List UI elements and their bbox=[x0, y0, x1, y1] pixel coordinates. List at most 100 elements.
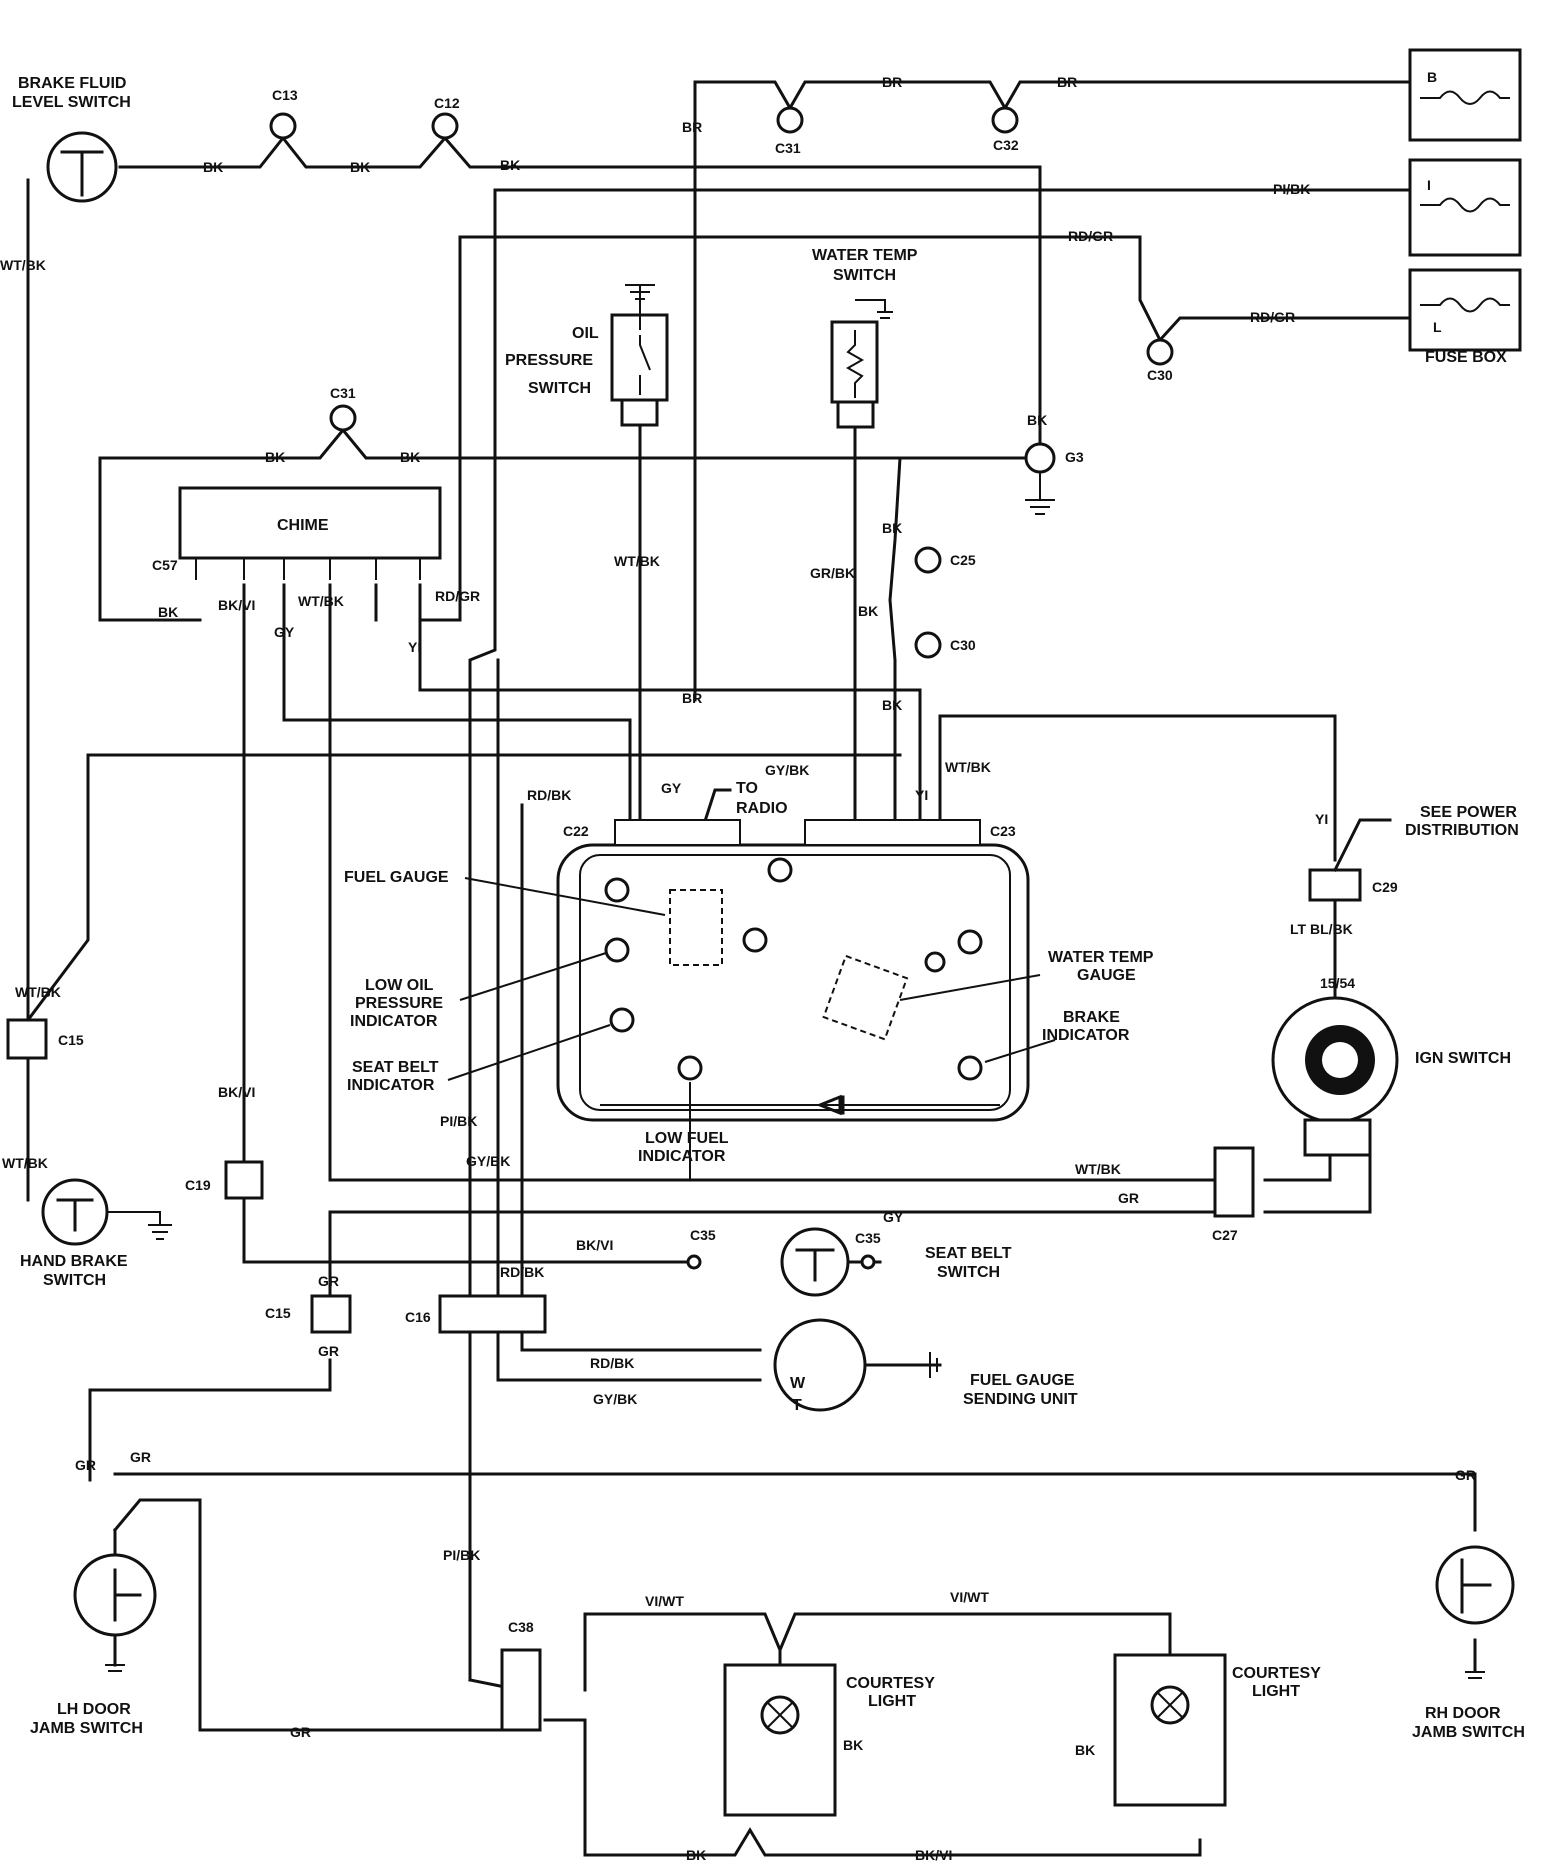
c57-label: C57 bbox=[152, 557, 178, 573]
courtesy-light-1: COURTESY LIGHT BK bbox=[723, 1663, 935, 1817]
wire-label-bk-c25: BK bbox=[882, 520, 902, 536]
wire-label-vi-wt-1: VI/WT bbox=[645, 1593, 684, 1609]
wire-labels: BK BK BK BR BR BR PI/BK RD/GR RD/GR WT/B… bbox=[0, 74, 1476, 1863]
wire-label-gr-lh-2: GR bbox=[130, 1449, 151, 1465]
wire-label-bk-g3: BK bbox=[1027, 412, 1047, 428]
brake-fluid-switch-subtitle: LEVEL SWITCH bbox=[12, 94, 131, 111]
c15-bottom-label: C15 bbox=[265, 1305, 291, 1321]
seat-belt-indicator-subtitle: INDICATOR bbox=[347, 1077, 435, 1094]
low-fuel-subtitle: INDICATOR bbox=[638, 1148, 726, 1165]
fuel-sender-title: FUEL GAUGE bbox=[970, 1372, 1075, 1389]
brake-indicator-subtitle: INDICATOR bbox=[1042, 1027, 1130, 1044]
wire-label-gy-seat: GY bbox=[883, 1209, 904, 1225]
wire-label-bk-chime-1: BK bbox=[265, 449, 285, 465]
water-temp-gauge-title: WATER TEMP bbox=[1048, 949, 1154, 966]
wire-label-bk-c30: BK bbox=[858, 603, 878, 619]
wire-label-pi-bk-c16: PI/BK bbox=[440, 1113, 477, 1129]
brake-fluid-switch-title: BRAKE FLUID bbox=[18, 75, 126, 92]
oil-pressure-title-3: SWITCH bbox=[528, 380, 591, 397]
courtesy-light-2-title: COURTESY bbox=[1232, 1665, 1321, 1682]
wire-label-bk-vi-c19: BK/VI bbox=[218, 1084, 255, 1100]
wire-label-rd-bk-sender: RD/BK bbox=[590, 1355, 634, 1371]
wire-label-rd-bk-c16: RD/BK bbox=[500, 1264, 544, 1280]
wire-label-bk-2: BK bbox=[350, 159, 370, 175]
wire-label-wt-bk-left: WT/BK bbox=[0, 257, 46, 273]
fuse-box: B I L FUSE BOX bbox=[1368, 48, 1522, 366]
to-radio-title: TO bbox=[736, 780, 758, 797]
wire-label-rd-gr-chime: RD/GR bbox=[435, 588, 480, 604]
water-temp-switch-title: WATER TEMP bbox=[812, 247, 918, 264]
low-oil-title-1: LOW OIL bbox=[365, 977, 434, 994]
hand-brake-subtitle: SWITCH bbox=[43, 1272, 106, 1289]
wire-label-gr-bk-wt: GR/BK bbox=[810, 565, 855, 581]
wire-label-yi-ign: YI bbox=[1315, 811, 1328, 827]
c38-label: C38 bbox=[508, 1619, 534, 1635]
fuse-i-label: I bbox=[1427, 177, 1431, 193]
wire-label-wt-bk-c23: WT/BK bbox=[945, 759, 991, 775]
water-temp-switch-subtitle: SWITCH bbox=[833, 267, 896, 284]
wire-label-gr-rh: GR bbox=[1455, 1467, 1476, 1483]
wire-label-br-1: BR bbox=[682, 119, 702, 135]
rh-door-jamb-switch: RH DOOR JAMB SWITCH bbox=[1412, 1545, 1525, 1741]
wire-label-bk-c23: BK bbox=[882, 697, 902, 713]
courtesy-light-2: COURTESY LIGHT BK bbox=[1075, 1653, 1321, 1807]
wire-label-bk-1: BK bbox=[203, 159, 223, 175]
wire-label-pi-bk-fuse: PI/BK bbox=[1273, 181, 1310, 197]
wire-label-gy-bk-c16: GY/BK bbox=[466, 1153, 510, 1169]
rh-door-title: RH DOOR bbox=[1425, 1705, 1501, 1722]
wire-label-rd-gr-2: RD/GR bbox=[1250, 309, 1295, 325]
c35-left-label: C35 bbox=[690, 1227, 716, 1243]
wire-label-gr-lh-1: GR bbox=[75, 1457, 96, 1473]
wire-label-vi-wt-2: VI/WT bbox=[950, 1589, 989, 1605]
c15-top-label: C15 bbox=[58, 1032, 84, 1048]
seat-belt-switch-title: SEAT BELT bbox=[925, 1245, 1012, 1262]
wire-label-gr-c27: GR bbox=[1118, 1190, 1139, 1206]
wire-label-gr-c38: GR bbox=[290, 1724, 311, 1740]
sender-w-label: W bbox=[790, 1375, 806, 1392]
to-radio-subtitle: RADIO bbox=[736, 800, 788, 817]
low-oil-title-2: PRESSURE bbox=[355, 995, 443, 1012]
wire-label-br-2: BR bbox=[882, 74, 902, 90]
c29-label: C29 bbox=[1372, 879, 1398, 895]
fuel-gauge-label: FUEL GAUGE bbox=[344, 869, 449, 886]
c23-label: C23 bbox=[990, 823, 1016, 839]
c16-label: C16 bbox=[405, 1309, 431, 1325]
wire-label-gr-c15-bot: GR bbox=[318, 1343, 339, 1359]
c30-fuse-label: C30 bbox=[1147, 367, 1173, 383]
fuel-gauge-sending-unit: W T FUEL GAUGE SENDING UNIT bbox=[773, 1318, 1078, 1414]
seat-belt-indicator-title: SEAT BELT bbox=[352, 1059, 439, 1076]
c31-top-label: C31 bbox=[775, 140, 801, 156]
c27-label: C27 bbox=[1212, 1227, 1238, 1243]
fuel-sender-subtitle: SENDING UNIT bbox=[963, 1391, 1078, 1408]
low-fuel-title: LOW FUEL bbox=[645, 1130, 729, 1147]
see-power-subtitle: DISTRIBUTION bbox=[1405, 822, 1519, 839]
seat-belt-switch: C35 C35 SEAT BELT SWITCH bbox=[686, 1227, 1012, 1297]
wire-label-gy-bk-top: GY/BK bbox=[765, 762, 809, 778]
hand-brake-switch: HAND BRAKE SWITCH bbox=[20, 1178, 172, 1289]
c35-right-label: C35 bbox=[855, 1230, 881, 1246]
brake-fluid-level-switch: BRAKE FLUID LEVEL SWITCH bbox=[12, 75, 131, 203]
wire-label-bk-bottom: BK bbox=[686, 1847, 706, 1863]
wires bbox=[25, 80, 1477, 1857]
brake-indicator-title: BRAKE bbox=[1063, 1009, 1120, 1026]
ign-switch: IGN SWITCH 15/54 C29 SEE POWER DISTRIBUT… bbox=[1271, 804, 1519, 1157]
wire-label-br-3: BR bbox=[1057, 74, 1077, 90]
water-temp-switch: WATER TEMP SWITCH bbox=[812, 247, 918, 429]
fuse-b-label: B bbox=[1427, 69, 1437, 85]
bk-light2-label: BK bbox=[1075, 1742, 1095, 1758]
fuse-box-label: FUSE BOX bbox=[1425, 349, 1507, 366]
oil-pressure-title-2: PRESSURE bbox=[505, 352, 593, 369]
low-oil-title-3: INDICATOR bbox=[350, 1013, 438, 1030]
lh-door-jamb-switch: LH DOOR JAMB SWITCH bbox=[30, 1553, 157, 1737]
c12-label: C12 bbox=[434, 95, 460, 111]
c32-label: C32 bbox=[993, 137, 1019, 153]
lh-door-title: LH DOOR bbox=[57, 1701, 131, 1718]
wire-label-br-mid: BR bbox=[682, 690, 702, 706]
wire-label-wt-bk-chime: WT/BK bbox=[298, 593, 344, 609]
wire-label-bk-vi-c35: BK/VI bbox=[576, 1237, 613, 1253]
fuse-l-label: L bbox=[1433, 319, 1442, 335]
wire-label-pi-bk-c38: PI/BK bbox=[443, 1547, 480, 1563]
water-temp-gauge-subtitle: GAUGE bbox=[1077, 967, 1136, 984]
courtesy-light-1-subtitle: LIGHT bbox=[868, 1693, 916, 1710]
